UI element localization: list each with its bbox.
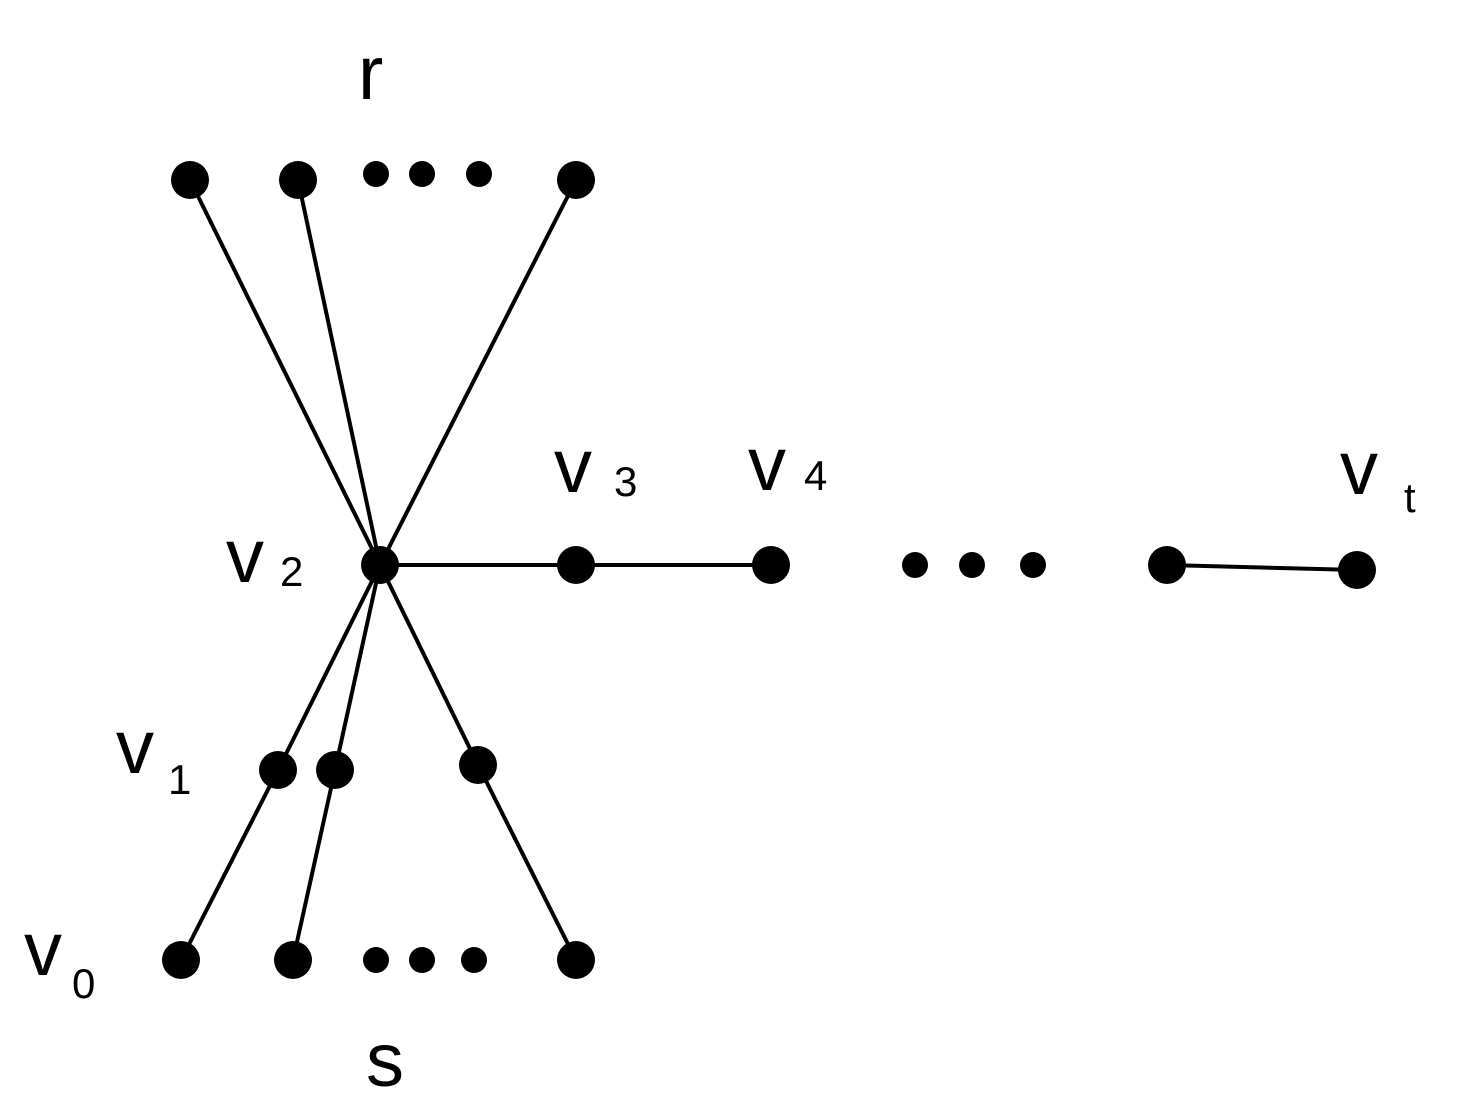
edge-v2-mid3	[378, 563, 480, 767]
label-v3-sub: 3	[614, 458, 637, 505]
edge-v2-mid2	[333, 563, 382, 772]
edge-top3-v2	[378, 178, 578, 567]
path-dots-dot-3	[1020, 552, 1046, 578]
node-bot3	[557, 941, 595, 979]
edges-layer	[179, 178, 1359, 962]
bottom-dots-dot-2	[409, 947, 435, 973]
edge-mid3-bot3	[476, 763, 578, 962]
top-dots-dot-1	[363, 161, 389, 187]
node-v4	[752, 546, 790, 584]
node-top3	[557, 161, 595, 199]
node-v2	[361, 546, 399, 584]
edge-top1-v2	[188, 178, 382, 567]
label-v4: v	[748, 422, 786, 507]
node-v0	[162, 941, 200, 979]
bottom-dots-dot-3	[461, 947, 487, 973]
bottom-dots-dot-1	[363, 947, 389, 973]
node-vt	[1338, 551, 1376, 589]
node-top2	[279, 161, 317, 199]
label-vt: v	[1340, 426, 1378, 511]
label-v4-sub: 4	[804, 452, 827, 499]
label-v2: v	[226, 514, 264, 599]
edge-mid2-bot2	[291, 768, 337, 962]
label-vt-sub: t	[1404, 474, 1416, 521]
label-v1-sub: 1	[168, 756, 191, 803]
ellipsis-layer	[363, 161, 1046, 973]
label-v0: v	[24, 907, 62, 992]
edge-v1-v0	[179, 768, 280, 962]
labels-layer: r s v 0 v 1 v 2 v 3 v 4 v t	[24, 31, 1416, 1103]
label-v0-sub: 0	[72, 960, 95, 1007]
top-dots-dot-2	[409, 161, 435, 187]
node-top1	[171, 161, 209, 199]
edge-top2-v2	[296, 178, 382, 567]
label-v3: v	[554, 424, 592, 509]
edge-w-vt	[1165, 563, 1359, 572]
node-mid2	[316, 751, 354, 789]
label-v2-sub: 2	[280, 548, 303, 595]
nodes-layer	[162, 161, 1376, 979]
label-r: r	[358, 31, 383, 116]
node-mid3	[459, 746, 497, 784]
node-v1	[259, 751, 297, 789]
path-dots-dot-2	[959, 552, 985, 578]
edge-v2-v1	[276, 563, 382, 772]
node-bot2	[274, 941, 312, 979]
label-v1: v	[116, 705, 154, 790]
node-v3	[557, 546, 595, 584]
node-w	[1148, 546, 1186, 584]
label-s: s	[366, 1018, 404, 1103]
path-dots-dot-1	[902, 552, 928, 578]
top-dots-dot-3	[466, 161, 492, 187]
